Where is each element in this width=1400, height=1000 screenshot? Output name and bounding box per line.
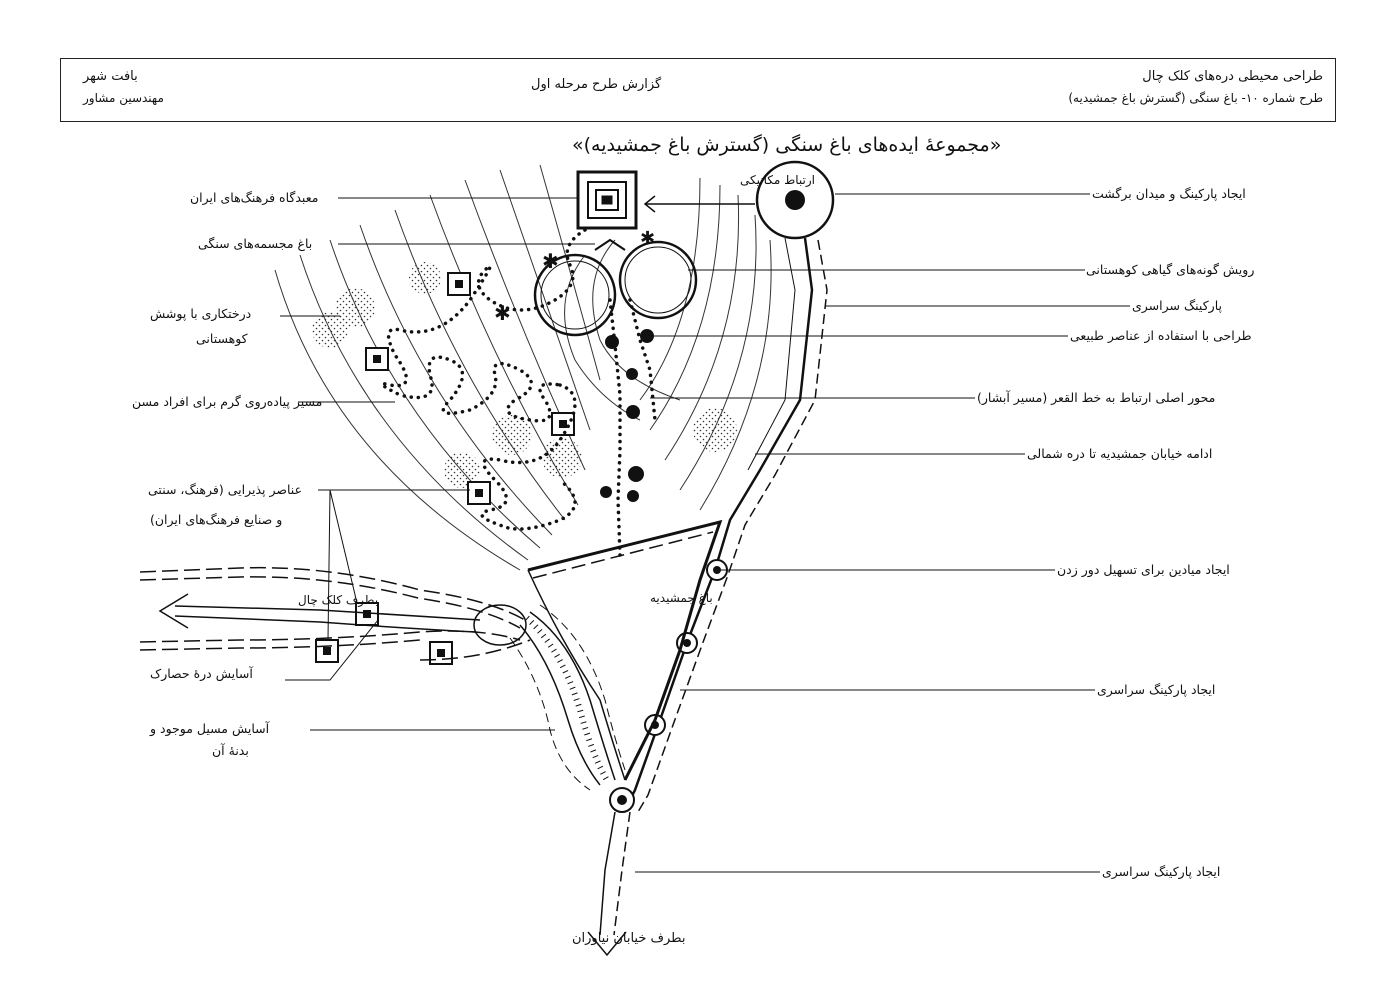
walking-path <box>380 228 657 557</box>
main-axis-dots <box>600 329 654 502</box>
label-tree-planting-1: درختکاری با پوشش <box>150 306 252 321</box>
toward-niavaran-label: بطرف خیابان نیاوران <box>572 931 685 946</box>
south-road <box>587 811 631 957</box>
flower-icons: ✱ ✱ ✱ <box>494 228 655 325</box>
plaza-circles <box>533 240 698 337</box>
plan-number: طرح شماره ۱۰- باغ سنگی (گسترش باغ جمشیدی… <box>1068 91 1323 105</box>
label-hesarak: آسایش درهٔ حصارک <box>150 666 253 681</box>
title-block: طراحی محیطی دره‌های کلک چال طرح شماره ۱۰… <box>60 58 1336 122</box>
label-reception-1: عناصر پذیرایی (فرهنگ، سنتی <box>148 482 303 497</box>
reception-markers <box>315 272 575 665</box>
label-walking-path: مسیر پیاده‌روی گرم برای افراد مسن <box>132 394 323 409</box>
label-jamshidieh-street: ادامه خیابان جمشیدیه تا دره شمالی <box>1027 446 1213 461</box>
connection-arrow-icon <box>643 195 755 213</box>
report-title: گزارش طرح مرحله اول <box>531 77 662 92</box>
svg-text:✱: ✱ <box>640 228 655 249</box>
label-parking-along-1: پارکینگ سراسری <box>1132 298 1222 313</box>
label-parking-along-3: ایجاد پارکینگ سراسری <box>1102 864 1221 879</box>
garden-name-label: باغ جمشیدیه <box>650 591 713 605</box>
arrow-toward-kolakchal-icon <box>158 593 189 629</box>
chevron-icon <box>594 238 626 251</box>
turnaround-circle-icon <box>755 160 835 240</box>
svg-text:✱: ✱ <box>542 249 559 273</box>
diagram-title: «مجموعهٔ ایده‌های باغ سنگی (گسترش باغ جم… <box>572 134 1002 156</box>
contour-lines <box>274 164 772 571</box>
right-leader-lines <box>635 193 1130 873</box>
label-main-axis: محور اصلی ارتباط به خط القعر (مسیر آبشار… <box>977 390 1216 405</box>
label-existing-2: بدنهٔ آن <box>212 743 249 758</box>
toward-kolakchal-label: بطرف کلک چال <box>298 593 378 608</box>
label-mountain-plants: رویش گونه‌های گیاهی کوهستانی <box>1086 262 1255 277</box>
project-title: طراحی محیطی دره‌های کلک چال <box>1142 69 1323 84</box>
jamshidieh-street <box>623 237 828 813</box>
existing-channel <box>509 604 626 791</box>
consultant-label: مهندسین مشاور <box>83 91 164 105</box>
label-natural-elements: طراحی با استفاده از عناصر طبیعی <box>1070 328 1252 343</box>
label-reception-2: و صنایع فرهنگ‌های ایران) <box>150 512 283 527</box>
jamshidieh-garden <box>527 519 723 781</box>
label-squares: ایجاد میادین برای تسهیل دور زدن <box>1057 562 1230 577</box>
firm-name: بافت شهر <box>83 69 138 84</box>
visual-connection-label: ارتباط مکانیکی <box>740 173 815 188</box>
left-leader-lines <box>280 197 595 731</box>
label-exhibition: معبدگاه فرهنگ‌های ایران <box>190 190 319 205</box>
label-tree-planting-2: کوهستانی <box>196 331 248 346</box>
label-stone-statues: باغ مجسمه‌های سنگی <box>198 236 313 251</box>
svg-text:✱: ✱ <box>494 301 511 325</box>
label-parking-return: ایجاد پارکینگ و میدان برگشت <box>1092 186 1246 201</box>
exhibition-building-icon <box>576 170 638 230</box>
label-existing-1: آسایش مسیل موجود و <box>150 721 270 736</box>
label-parking-along-2: ایجاد پارکینگ سراسری <box>1097 682 1216 697</box>
